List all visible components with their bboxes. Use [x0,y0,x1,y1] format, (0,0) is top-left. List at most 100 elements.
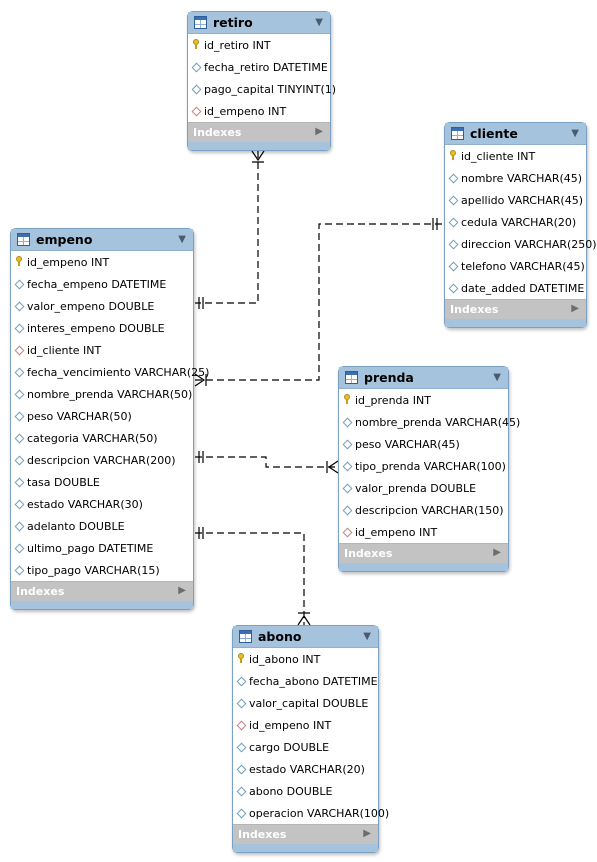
column-row[interactable]: tipo_pago VARCHAR(15) [11,559,193,581]
collapse-arrow-icon[interactable]: ▼ [571,128,579,139]
column-row[interactable]: nombre_prenda VARCHAR(45) [339,411,520,433]
foreign-key-diamond-icon [14,345,25,356]
column-label: id_prenda INT [355,394,431,407]
column-row[interactable]: peso VARCHAR(50) [11,405,193,427]
expand-arrow-icon[interactable]: ▶ [178,585,186,596]
table-prenda[interactable]: prenda▼ id_prenda INT nombre_prenda VARCHA… [338,366,520,572]
column-diamond-icon [14,323,25,334]
table-bottom-strip [339,563,508,571]
column-row[interactable]: abono DOUBLE [233,780,378,802]
column-row[interactable]: id_cliente INT [11,339,193,361]
column-label: id_retiro INT [204,39,271,52]
collapse-arrow-icon[interactable]: ▼ [363,631,371,642]
collapse-arrow-icon[interactable]: ▼ [315,17,323,28]
column-label: id_cliente INT [461,150,536,163]
column-row[interactable]: fecha_empeno DATETIME [11,273,193,295]
column-row[interactable]: id_empeno INT [233,714,378,736]
column-row[interactable]: apellido VARCHAR(45) [445,189,586,211]
column-row[interactable]: nombre_prenda VARCHAR(50) [11,383,193,405]
table-bottom-strip [233,844,378,852]
column-row[interactable]: adelanto DOUBLE [11,515,193,537]
expand-arrow-icon[interactable]: ▶ [363,828,371,839]
column-row[interactable]: id_empeno INT [339,521,508,543]
column-row[interactable]: estado VARCHAR(20) [233,758,378,780]
column-row[interactable]: interes_empeno DOUBLE [11,317,193,339]
column-row[interactable]: id_cliente INT [445,145,586,167]
link-retiro-empeno [195,151,259,304]
column-row[interactable]: date_added DATETIME [445,277,586,299]
column-row[interactable]: tipo_prenda VARCHAR(100) [339,455,508,477]
indexes-section[interactable]: Indexes▶ [339,543,508,563]
column-row[interactable]: valor_prenda DOUBLE [339,477,508,499]
column-diamond-icon [448,217,459,228]
column-row[interactable]: id_retiro INT [188,34,330,56]
collapse-arrow-icon[interactable]: ▼ [493,372,501,383]
crowfoot-retiro [251,150,265,163]
column-diamond-icon [342,417,353,428]
indexes-label: Indexes [16,585,65,598]
column-row[interactable]: peso VARCHAR(45) [339,433,508,455]
column-row[interactable]: telefono VARCHAR(45) [445,255,586,277]
column-diamond-icon [342,505,353,516]
column-row[interactable]: id_prenda INT [339,389,508,411]
column-diamond-icon [14,565,25,576]
column-label: valor_capital DOUBLE [249,697,369,710]
table-header[interactable]: abono▼ [233,626,378,648]
expand-arrow-icon[interactable]: ▶ [315,126,323,137]
column-row[interactable]: tasa DOUBLE [11,471,193,493]
table-cliente[interactable]: cliente▼ id_cliente INT nombre VARCHAR(45)… [444,122,597,328]
indexes-section[interactable]: Indexes▶ [445,299,586,319]
column-row[interactable]: descripcion VARCHAR(150) [339,499,508,521]
column-label: fecha_retiro DATETIME [204,61,328,74]
column-label: adelanto DOUBLE [27,520,125,533]
column-row[interactable]: id_empeno INT [188,100,330,122]
table-bottom-strip [11,601,193,609]
column-row[interactable]: cargo DOUBLE [233,736,378,758]
collapse-arrow-icon[interactable]: ▼ [178,234,186,245]
column-row[interactable]: valor_empeno DOUBLE [11,295,193,317]
expand-arrow-icon[interactable]: ▶ [571,303,579,314]
column-row[interactable]: operacion VARCHAR(100) [233,802,389,824]
column-diamond-icon [14,279,25,290]
column-row[interactable]: nombre VARCHAR(45) [445,167,586,189]
column-diamond-icon [448,239,459,250]
column-label: descripcion VARCHAR(200) [27,454,176,467]
table-header[interactable]: prenda▼ [339,367,508,389]
table-header[interactable]: cliente▼ [445,123,586,145]
column-row[interactable]: fecha_vencimiento VARCHAR(25) [11,361,209,383]
column-row[interactable]: valor_capital DOUBLE [233,692,378,714]
column-diamond-icon [14,411,25,422]
column-label: tipo_prenda VARCHAR(100) [355,460,506,473]
table-icon [345,371,358,384]
column-row[interactable]: pago_capital TINYINT(1) [188,78,336,100]
column-row[interactable]: id_abono INT [233,648,378,670]
column-row[interactable]: estado VARCHAR(30) [11,493,193,515]
column-label: nombre VARCHAR(45) [461,172,583,185]
column-label: apellido VARCHAR(45) [461,194,584,207]
table-icon [451,127,464,140]
column-row[interactable]: cedula VARCHAR(20) [445,211,586,233]
column-label: direccion VARCHAR(250) [461,238,597,251]
table-retiro[interactable]: retiro▼ id_retiro INT fecha_retiro DATETIM… [187,11,336,151]
column-row[interactable]: id_empeno INT [11,251,193,273]
column-label: categoria VARCHAR(50) [27,432,158,445]
column-row[interactable]: fecha_abono DATETIME [233,670,378,692]
column-label: fecha_vencimiento VARCHAR(25) [27,366,210,379]
table-icon [194,16,207,29]
column-diamond-icon [448,261,459,272]
expand-arrow-icon[interactable]: ▶ [493,547,501,558]
column-row[interactable]: categoria VARCHAR(50) [11,427,193,449]
column-row[interactable]: fecha_retiro DATETIME [188,56,330,78]
column-row[interactable]: descripcion VARCHAR(200) [11,449,193,471]
column-row[interactable]: ultimo_pago DATETIME [11,537,193,559]
table-header[interactable]: empeno▼ [11,229,193,251]
indexes-section[interactable]: Indexes▶ [233,824,378,844]
indexes-section[interactable]: Indexes ▶ [11,581,193,601]
column-row[interactable]: direccion VARCHAR(250) [445,233,597,255]
column-label: estado VARCHAR(20) [249,763,365,776]
indexes-section[interactable]: Indexes▶ [188,122,330,142]
column-label: date_added DATETIME [461,282,585,295]
table-header[interactable]: retiro▼ [188,12,330,34]
